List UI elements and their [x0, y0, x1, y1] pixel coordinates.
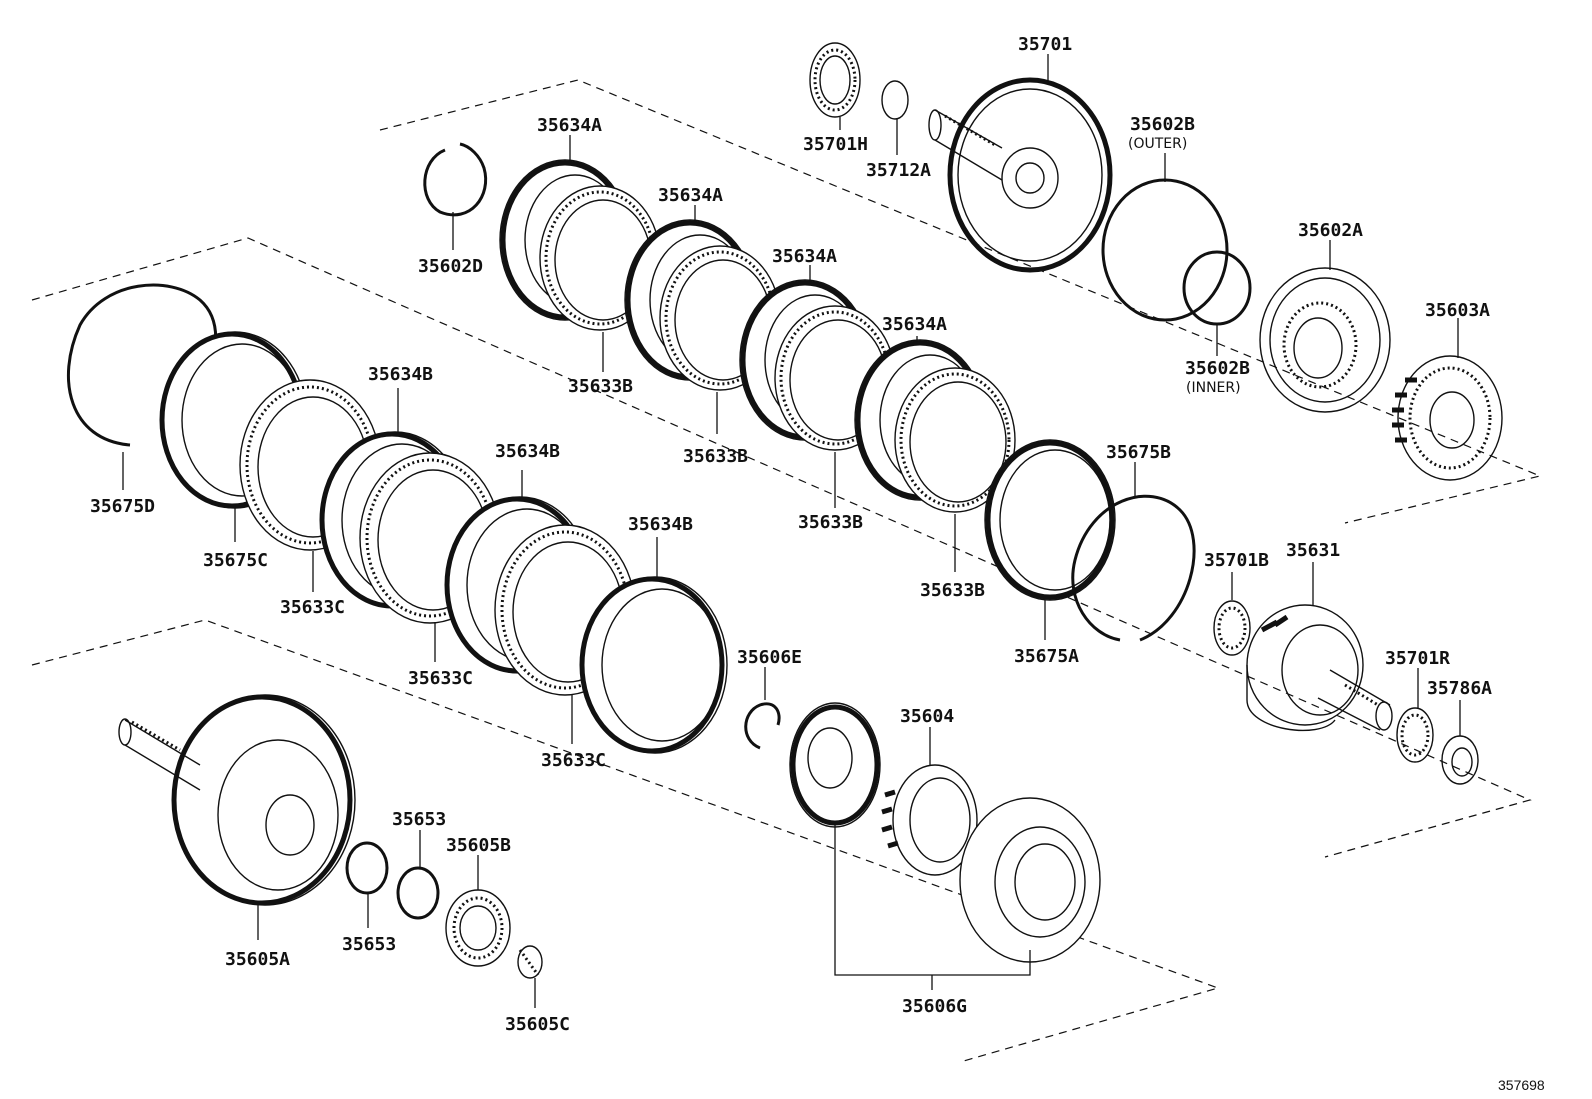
label-35605C: 35605C	[505, 1014, 570, 1035]
bearing-35605B	[445, 889, 511, 967]
label-35701B: 35701B	[1204, 550, 1269, 571]
label-35633C-1: 35633C	[280, 597, 345, 618]
label-35634B-2: 35634B	[495, 441, 560, 462]
diagram-id: 357698	[1498, 1077, 1545, 1093]
label-35634B-1: 35634B	[368, 364, 433, 385]
label-35701H: 35701H	[803, 134, 868, 155]
ring-35653-1	[345, 841, 389, 895]
snap-ring-35675B	[1071, 494, 1196, 642]
label-35653-1: 35653	[392, 809, 446, 830]
part-35603A-spring-retainer	[1392, 355, 1503, 481]
label-35675C: 35675C	[203, 550, 268, 571]
label-35605A: 35605A	[225, 949, 290, 970]
label-35712A: 35712A	[866, 160, 931, 181]
label-35634A-3: 35634A	[772, 246, 837, 267]
label-35602B-outer: 35602B	[1130, 114, 1195, 135]
label-35602B-inner: 35602B	[1185, 358, 1250, 379]
label-35602D: 35602D	[418, 256, 483, 277]
shaft-35631	[1246, 604, 1393, 732]
label-35634B-3: 35634B	[628, 514, 693, 535]
part-labels: 35701 35701H 35712A 35602B (OUTER) 35602…	[90, 34, 1545, 1093]
bearing-35701B	[1213, 600, 1251, 656]
label-35634A-2: 35634A	[658, 185, 723, 206]
label-35786A: 35786A	[1427, 678, 1492, 699]
label-35653-2: 35653	[342, 934, 396, 955]
upper-clutch-pack	[499, 159, 1196, 642]
seal-35786A	[1441, 735, 1479, 785]
label-35675B: 35675B	[1106, 442, 1171, 463]
label-35603A: 35603A	[1425, 300, 1490, 321]
label-35606E: 35606E	[737, 647, 802, 668]
part-35712A-ring	[881, 80, 909, 120]
piston-35606G-front	[789, 702, 881, 828]
plate-35634B-3	[579, 576, 728, 754]
label-35675D: 35675D	[90, 496, 155, 517]
snap-ring-35675D	[66, 283, 218, 447]
spring-retainer-35604	[881, 764, 978, 876]
label-35631: 35631	[1286, 540, 1340, 561]
label-35633B-2: 35633B	[683, 446, 748, 467]
label-35675A: 35675A	[1014, 646, 1079, 667]
label-35633C-2: 35633C	[408, 668, 473, 689]
leader-lines	[122, 54, 1461, 1008]
upper-assembly-boundary	[379, 79, 1542, 524]
housing-35606G-rear	[959, 797, 1101, 963]
label-35701R: 35701R	[1385, 648, 1450, 669]
bearing-35701R	[1396, 707, 1434, 763]
label-35634A-1: 35634A	[537, 115, 602, 136]
part-35701-drum	[928, 77, 1113, 273]
part-35701H-bearing	[809, 42, 861, 118]
label-35605B: 35605B	[446, 835, 511, 856]
plate-35675A	[984, 439, 1116, 601]
label-35602A: 35602A	[1298, 220, 1363, 241]
ring-35653-2	[396, 866, 440, 920]
label-35604: 35604	[900, 706, 954, 727]
label-35633B-3: 35633B	[798, 512, 863, 533]
part-35602A-hub	[1259, 267, 1391, 413]
lower-assembly-boundary	[31, 619, 1220, 1063]
middle-clutch-pack	[239, 379, 728, 754]
label-35633B-1: 35633B	[568, 376, 633, 397]
label-outer: (OUTER)	[1128, 136, 1187, 152]
middle-assembly-boundary	[31, 237, 1532, 858]
part-35602D-snap-ring	[423, 142, 488, 217]
part-35602B-outer-ring	[1101, 178, 1229, 322]
drum-35605A	[118, 694, 356, 906]
label-35633C-3: 35633C	[541, 750, 606, 771]
disc-35633B-4	[894, 367, 1016, 513]
label-35634A-4: 35634A	[882, 314, 947, 335]
label-35701: 35701	[1018, 34, 1072, 55]
label-35633B-4: 35633B	[920, 580, 985, 601]
label-35606G: 35606G	[902, 996, 967, 1017]
label-inner: (INNER)	[1186, 380, 1241, 396]
assembly-boundaries	[31, 79, 1542, 1063]
snap-ring-35606E	[744, 702, 781, 750]
bearing-35605C	[517, 945, 543, 979]
